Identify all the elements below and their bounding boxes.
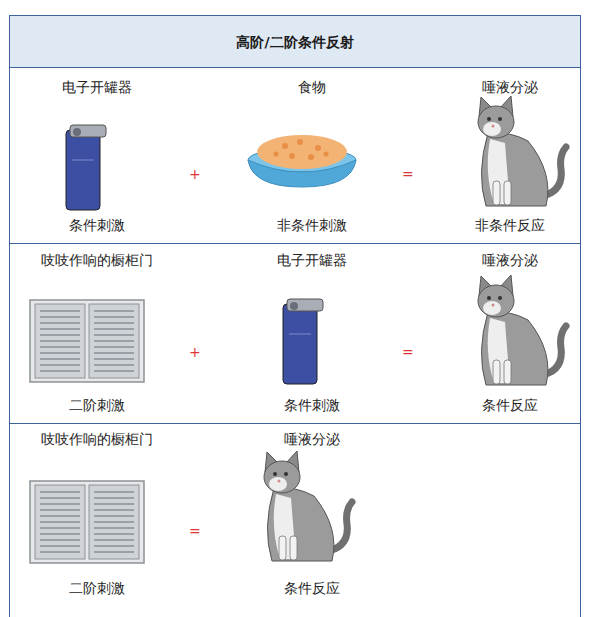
operator-sign: = — [189, 522, 201, 540]
item-name: 电子开罐器 — [277, 251, 347, 269]
role-label: 条件反应 — [284, 579, 340, 597]
cabinet-door — [30, 481, 144, 563]
cat — [478, 275, 566, 385]
title: 高阶/二阶条件反射 — [236, 33, 353, 51]
role-label: 条件反应 — [482, 396, 538, 414]
operator-sign: + — [189, 343, 201, 361]
can-opener — [283, 299, 323, 384]
item-name: 吱吱作响的橱柜门 — [41, 430, 153, 448]
role-label: 条件刺激 — [69, 216, 125, 234]
cat — [478, 96, 566, 206]
table-row: 电子开罐器条件刺激 食物非条件刺激 唾液分泌非条件反应 + = — [9, 67, 581, 244]
table-row: 吱吱作响的橱柜门二阶刺激 电子开罐器条件刺激 唾液分泌条件反应 + = — [9, 243, 581, 424]
cabinet-door — [30, 300, 144, 382]
role-label: 二阶刺激 — [69, 579, 125, 597]
operator-sign: + — [189, 165, 201, 183]
cat — [264, 451, 352, 561]
role-label: 条件刺激 — [284, 396, 340, 414]
table-row: 吱吱作响的橱柜门二阶刺激 唾液分泌条件反应 = — [9, 423, 581, 617]
item-name: 食物 — [298, 78, 326, 96]
item-name: 吱吱作响的橱柜门 — [41, 251, 153, 269]
item-name: 唾液分泌 — [482, 251, 538, 269]
food-bowl — [248, 135, 356, 187]
item-name: 唾液分泌 — [284, 430, 340, 448]
item-name: 唾液分泌 — [482, 78, 538, 96]
item-name: 电子开罐器 — [62, 78, 132, 96]
role-label: 非条件刺激 — [277, 216, 347, 234]
operator-sign: = — [402, 165, 414, 183]
role-label: 非条件反应 — [475, 216, 545, 234]
role-label: 二阶刺激 — [69, 396, 125, 414]
can-opener — [66, 125, 106, 210]
operator-sign: = — [402, 343, 414, 361]
header-band: 高阶/二阶条件反射 — [9, 15, 581, 68]
